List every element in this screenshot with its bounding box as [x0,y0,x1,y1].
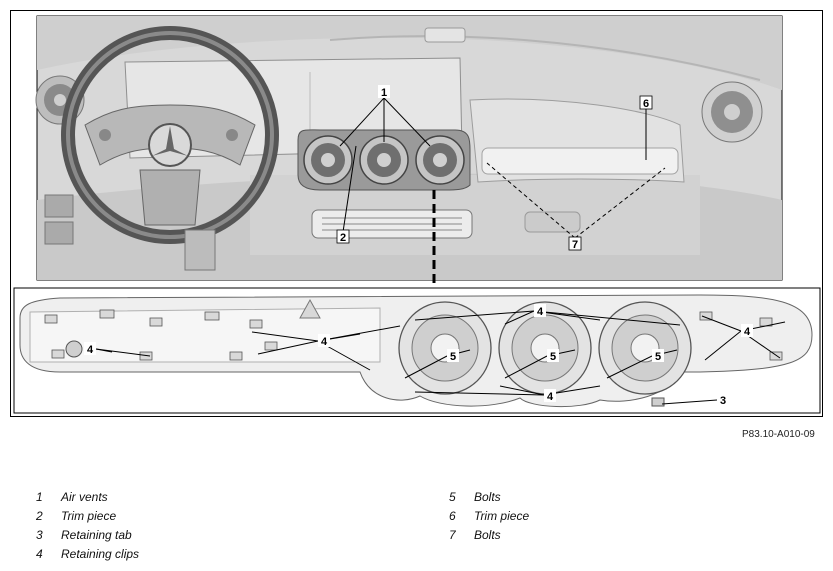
right-side-vent-icon [701,81,763,143]
callout-4-left: 4 [87,344,94,356]
callout-2: 2 [340,232,346,244]
center-air-vent-2-icon [359,135,409,185]
callouts: 1 2 6 7 4 4 4 4 4 5 5 5 3 [84,85,753,407]
technical-illustration: 1 2 6 7 4 4 4 4 4 5 5 5 3 [10,10,823,417]
vent-housing-rear-1-icon [398,301,492,395]
callout-4-right: 4 [744,326,751,338]
bottom-leader-lines [95,310,786,405]
callout-7: 7 [572,239,578,251]
center-lower-trim [311,209,473,239]
center-air-vent-1-icon [303,135,353,185]
retaining-tab [651,397,665,407]
callout-4-middle-left: 4 [321,336,328,348]
vent-housing-rear-3-icon [598,301,692,395]
figure-code: P83.10-A010-09 [742,429,815,440]
steering-wheel [61,26,279,244]
callout-3: 3 [720,395,726,407]
bolt-dashed-lines [486,162,666,239]
callout-4-bottom: 4 [547,391,554,403]
top-leader-lines [339,97,647,233]
callout-5-right: 5 [655,351,661,363]
detail-view [13,287,821,414]
callout-4-top: 4 [537,306,544,318]
dashboard-view [35,15,783,281]
callout-5-middle: 5 [550,351,556,363]
callout-6: 6 [643,98,649,110]
callout-1: 1 [381,87,387,99]
center-air-vent-3-icon [415,135,465,185]
callout-5-left: 5 [450,351,456,363]
